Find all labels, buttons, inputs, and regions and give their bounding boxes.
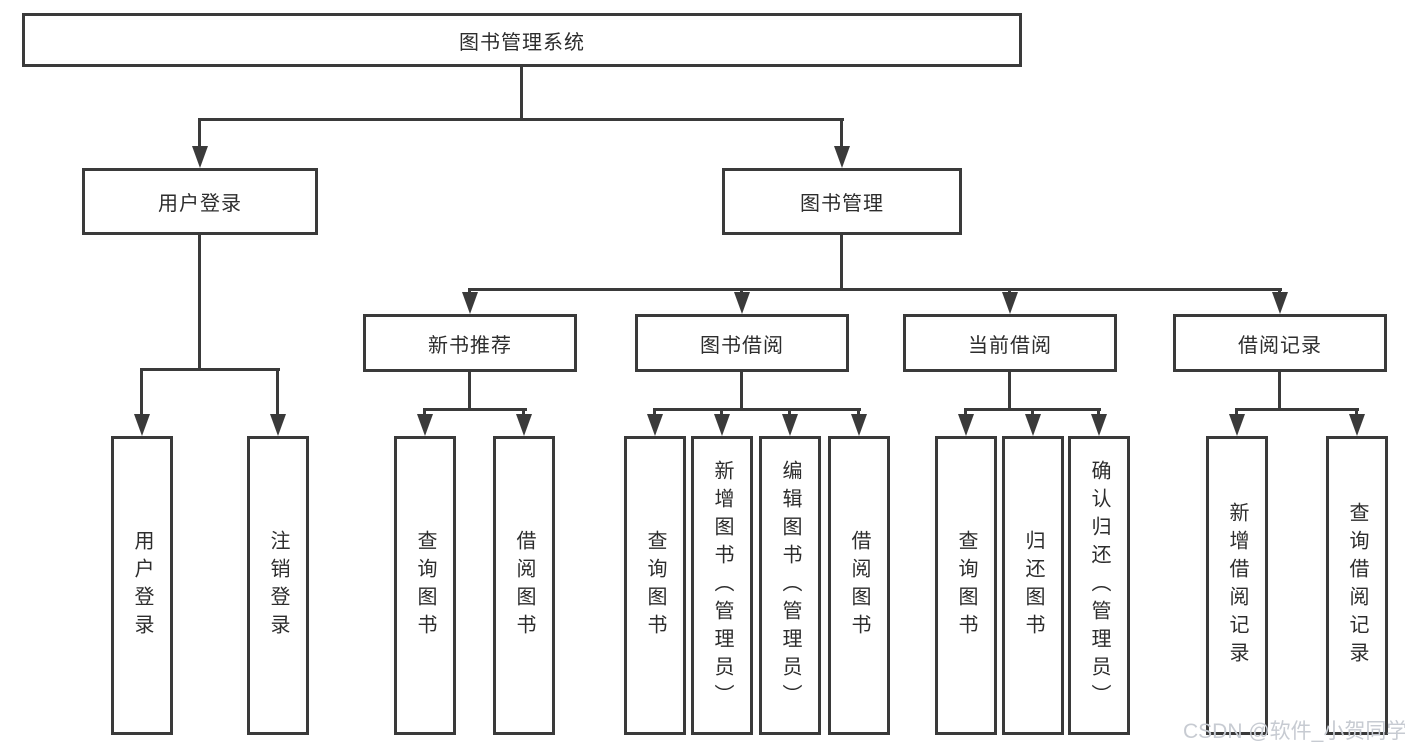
- connector-line: [468, 288, 1282, 291]
- arrowhead-icon: [417, 414, 433, 436]
- leaf-add-borrow-record-label: 新增借阅记录: [1226, 501, 1248, 670]
- connector-line: [198, 235, 201, 370]
- connector-line: [423, 408, 527, 411]
- connector-line: [520, 67, 523, 121]
- node-borrow-records-label: 借阅记录: [1238, 334, 1322, 357]
- arrowhead-icon: [462, 292, 478, 314]
- arrowhead-icon: [516, 414, 532, 436]
- arrowhead-icon: [734, 292, 750, 314]
- connector-line: [1235, 408, 1238, 416]
- connector-line: [840, 118, 843, 148]
- node-user-login: 用户登录: [82, 168, 318, 235]
- leaf-user-login-label: 用户登录: [131, 529, 153, 642]
- arrowhead-icon: [851, 414, 867, 436]
- arrowhead-icon: [1091, 414, 1107, 436]
- leaf-return-books-label: 归还图书: [1022, 529, 1044, 642]
- arrowhead-icon: [1025, 414, 1041, 436]
- connector-line: [1031, 408, 1034, 416]
- node-root-label: 图书管理系统: [459, 31, 585, 54]
- connector-line: [198, 118, 844, 121]
- node-new-book-recommend: 新书推荐: [363, 314, 577, 372]
- connector-line: [1235, 408, 1359, 411]
- leaf-query-books-label: 查询图书: [644, 529, 666, 642]
- arrowhead-icon: [134, 414, 150, 436]
- connector-line: [198, 118, 201, 148]
- leaf-add-books-admin: 新增图书（管理员）: [691, 436, 753, 735]
- node-current-borrowing: 当前借阅: [903, 314, 1117, 372]
- leaf-borrow-books-label: 借阅图书: [513, 529, 535, 642]
- leaf-return-books: 归还图书: [1002, 436, 1064, 735]
- node-borrow-records: 借阅记录: [1173, 314, 1387, 372]
- connector-line: [840, 235, 843, 291]
- connector-line: [423, 408, 426, 416]
- connector-line: [1008, 372, 1011, 410]
- connector-line: [1355, 408, 1358, 416]
- node-book-borrowing-label: 图书借阅: [700, 334, 784, 357]
- arrowhead-icon: [1002, 292, 1018, 314]
- leaf-borrow-books: 借阅图书: [493, 436, 555, 735]
- connector-line: [1097, 408, 1100, 416]
- leaf-query-borrow-record-label: 查询借阅记录: [1346, 501, 1368, 670]
- connector-line: [276, 368, 279, 416]
- connector-line: [140, 368, 143, 416]
- leaf-logout-label: 注销登录: [267, 529, 289, 642]
- arrowhead-icon: [270, 414, 286, 436]
- arrowhead-icon: [1229, 414, 1245, 436]
- leaf-borrow-books: 借阅图书: [828, 436, 890, 735]
- leaf-add-borrow-record: 新增借阅记录: [1206, 436, 1268, 735]
- arrowhead-icon: [1272, 292, 1288, 314]
- arrowhead-icon: [647, 414, 663, 436]
- leaf-query-books: 查询图书: [394, 436, 456, 735]
- leaf-borrow-books-label: 借阅图书: [848, 529, 870, 642]
- leaf-query-books: 查询图书: [624, 436, 686, 735]
- leaf-user-login: 用户登录: [111, 436, 173, 735]
- leaf-add-books-admin-label: 新增图书（管理员）: [711, 459, 733, 712]
- leaf-query-books: 查询图书: [935, 436, 997, 735]
- connector-line: [964, 408, 967, 416]
- leaf-query-borrow-record: 查询借阅记录: [1326, 436, 1388, 735]
- node-user-login-label: 用户登录: [158, 193, 242, 215]
- connector-line: [857, 408, 860, 416]
- node-new-book-recommend-label: 新书推荐: [428, 334, 512, 357]
- arrowhead-icon: [714, 414, 730, 436]
- node-book-management-label: 图书管理: [800, 193, 884, 215]
- leaf-edit-books-admin: 编辑图书（管理员）: [759, 436, 821, 735]
- connector-line: [1278, 372, 1281, 410]
- leaf-confirm-return-admin-label: 确认归还（管理员）: [1088, 459, 1110, 712]
- leaf-edit-books-admin-label: 编辑图书（管理员）: [779, 459, 801, 712]
- leaf-query-books-label: 查询图书: [955, 529, 977, 642]
- connector-line: [522, 408, 525, 416]
- leaf-logout: 注销登录: [247, 436, 309, 735]
- arrowhead-icon: [782, 414, 798, 436]
- leaf-confirm-return-admin: 确认归还（管理员）: [1068, 436, 1130, 735]
- connector-line: [788, 408, 791, 416]
- node-book-borrowing: 图书借阅: [635, 314, 849, 372]
- connector-line: [468, 372, 471, 410]
- node-book-management: 图书管理: [722, 168, 962, 235]
- connector-line: [140, 368, 280, 371]
- node-root: 图书管理系统: [22, 13, 1022, 67]
- arrowhead-icon: [1349, 414, 1365, 436]
- connector-line: [653, 408, 656, 416]
- node-current-borrowing-label: 当前借阅: [968, 334, 1052, 357]
- leaf-query-books-label: 查询图书: [414, 529, 436, 642]
- connector-line: [720, 408, 723, 416]
- watermark: CSDN @软件_小贺同学: [1183, 720, 1405, 743]
- connector-line: [740, 372, 743, 410]
- arrowhead-icon: [834, 146, 850, 168]
- arrowhead-icon: [958, 414, 974, 436]
- connector-line: [653, 408, 861, 411]
- arrowhead-icon: [192, 146, 208, 168]
